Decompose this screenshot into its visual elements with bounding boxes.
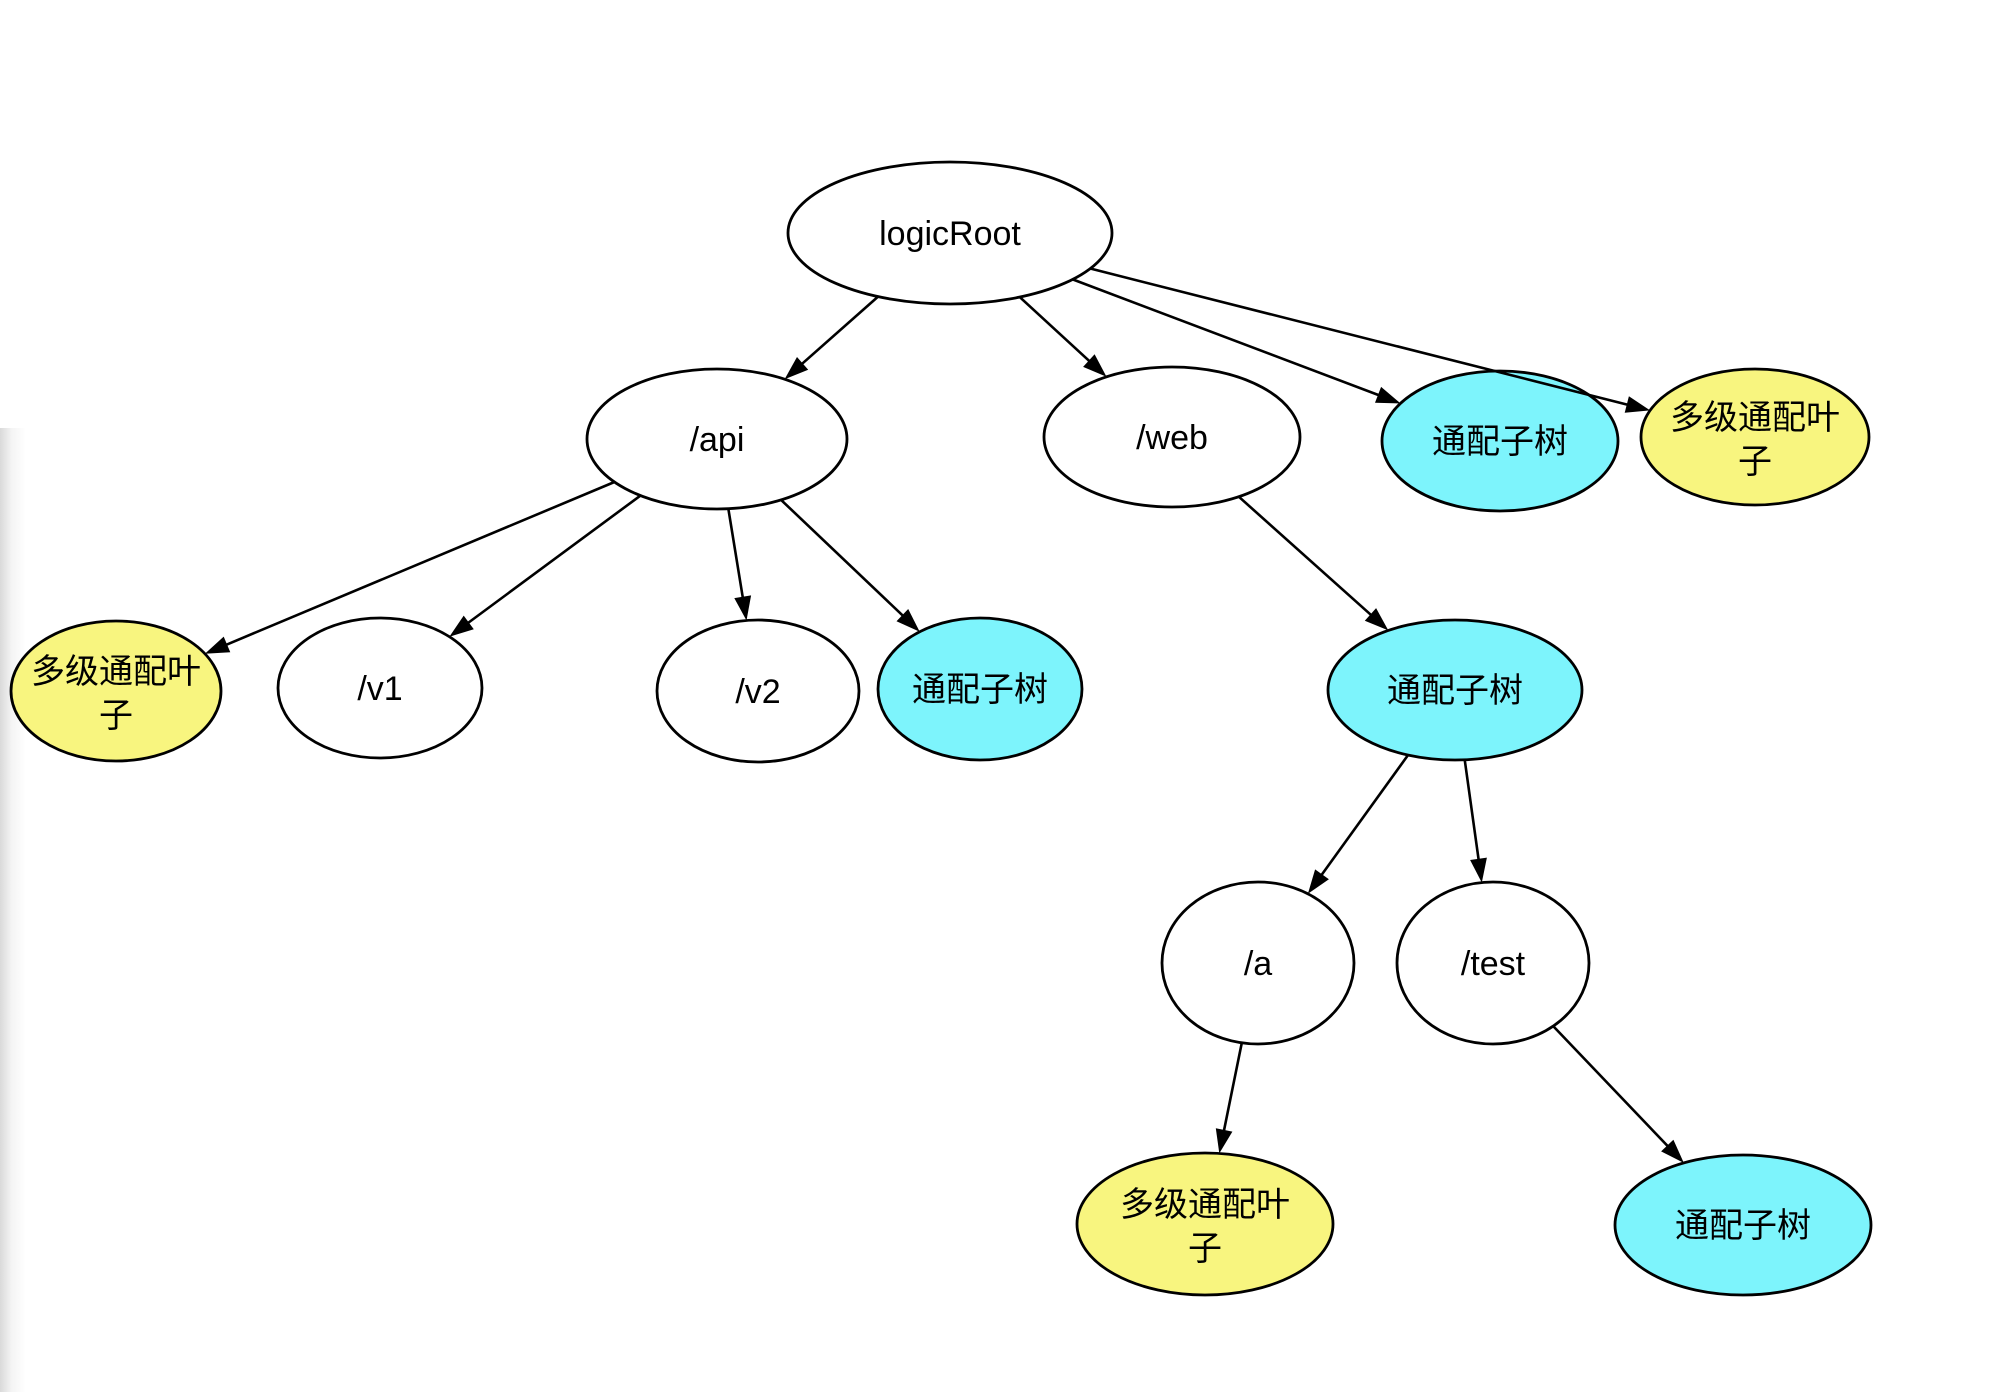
node-ellipse-wild-top [1380, 369, 1620, 513]
node-ellipse-multi-left [9, 619, 223, 763]
edge-arrowhead-icon [784, 357, 809, 380]
edge-line [797, 295, 879, 369]
node-ellipse-v1 [276, 616, 484, 760]
edge-line [1089, 267, 1633, 408]
node-ellipse-wild-bottom [1613, 1153, 1873, 1297]
node-ellipse-test [1395, 880, 1591, 1046]
edge-arrowhead-icon [1624, 396, 1651, 413]
node-api: /api [585, 367, 849, 511]
node-ellipse-v2 [655, 618, 861, 764]
node-label-a: /a [1244, 945, 1272, 983]
edge-logicRoot-to-web [1018, 296, 1107, 377]
edge-arrowhead-icon [734, 595, 752, 621]
edge-logicRoot-to-multi-top [1089, 267, 1651, 413]
node-v2: /v2 [655, 618, 861, 764]
node-a: /a [1160, 880, 1356, 1046]
edge-api-to-wild-mid [780, 498, 920, 632]
node-ellipse-logicRoot [786, 160, 1114, 306]
node-ellipse-a [1160, 880, 1356, 1046]
edge-logicRoot-to-wild-top [1072, 278, 1401, 404]
edge-logicRoot-to-api [784, 295, 879, 380]
edge-arrowhead-icon [1215, 1128, 1233, 1154]
edge-wild-web-to-test [1463, 759, 1487, 883]
edge-web-to-wild-web [1237, 495, 1389, 631]
node-ellipse-multi-top [1639, 367, 1871, 507]
edge-line [780, 498, 908, 621]
node-ellipse-api [585, 367, 849, 511]
edge-api-to-v2 [727, 508, 752, 621]
node-label-web: /web [1136, 419, 1208, 457]
edge-arrowhead-icon [896, 609, 920, 632]
node-wild-mid: 通配子树 [876, 616, 1084, 762]
node-test: /test [1395, 880, 1591, 1046]
edge-arrowhead-icon [1083, 354, 1107, 377]
node-v1: /v1 [276, 616, 484, 760]
edge-api-to-multi-left [204, 480, 615, 654]
node-ellipse-wild-web [1326, 618, 1584, 762]
edge-arrowhead-icon [1364, 608, 1389, 631]
edge-a-to-multi-bottom [1215, 1042, 1244, 1154]
edge-wild-web-to-a [1307, 754, 1410, 894]
node-label-wild-top: 通配子树 [1432, 423, 1568, 461]
edge-line [727, 508, 745, 603]
node-multi-bottom: 多级通配叶子 [1075, 1151, 1335, 1297]
node-label-multi-bottom: 多级通配叶子 [1120, 1186, 1290, 1268]
edge-test-to-wild-bottom [1552, 1025, 1684, 1163]
edges-layer [204, 267, 1684, 1163]
edge-line [220, 480, 615, 648]
node-wild-top: 通配子树 [1380, 369, 1620, 513]
node-multi-top: 多级通配叶子 [1639, 367, 1871, 507]
edge-line [1317, 754, 1410, 880]
node-ellipse-web [1042, 365, 1302, 509]
node-label-wild-bottom: 通配子树 [1675, 1207, 1811, 1245]
node-label-wild-web: 通配子树 [1387, 672, 1523, 710]
edge-line [463, 494, 642, 628]
node-wild-web: 通配子树 [1326, 618, 1584, 762]
edge-line [1221, 1042, 1244, 1137]
edge-arrowhead-icon [1470, 857, 1487, 883]
edge-arrowhead-icon [204, 636, 231, 654]
node-label-api: /api [690, 421, 745, 459]
edge-arrowhead-icon [449, 615, 474, 637]
edge-line [1018, 296, 1095, 366]
edge-line [1072, 278, 1385, 399]
node-label-wild-mid: 通配子树 [912, 671, 1048, 709]
edge-line [1463, 759, 1481, 865]
edge-api-to-v1 [449, 494, 642, 637]
edge-arrowhead-icon [1661, 1139, 1684, 1163]
node-wild-bottom: 通配子树 [1613, 1153, 1873, 1297]
node-ellipse-multi-bottom [1075, 1151, 1335, 1297]
edge-line [1552, 1025, 1673, 1151]
node-label-multi-left: 多级通配叶子 [31, 653, 201, 735]
node-label-v1: /v1 [357, 670, 402, 708]
node-logicRoot: logicRoot [786, 160, 1114, 306]
node-label-v2: /v2 [735, 673, 780, 711]
node-label-test: /test [1461, 945, 1526, 983]
node-multi-left: 多级通配叶子 [9, 619, 223, 763]
node-label-multi-top: 多级通配叶子 [1670, 399, 1840, 481]
edge-line [1237, 495, 1376, 620]
node-label-logicRoot: logicRoot [879, 215, 1021, 253]
edge-arrowhead-icon [1375, 386, 1401, 404]
node-web: /web [1042, 365, 1302, 509]
node-ellipse-wild-mid [876, 616, 1084, 762]
edge-arrowhead-icon [1307, 869, 1329, 894]
